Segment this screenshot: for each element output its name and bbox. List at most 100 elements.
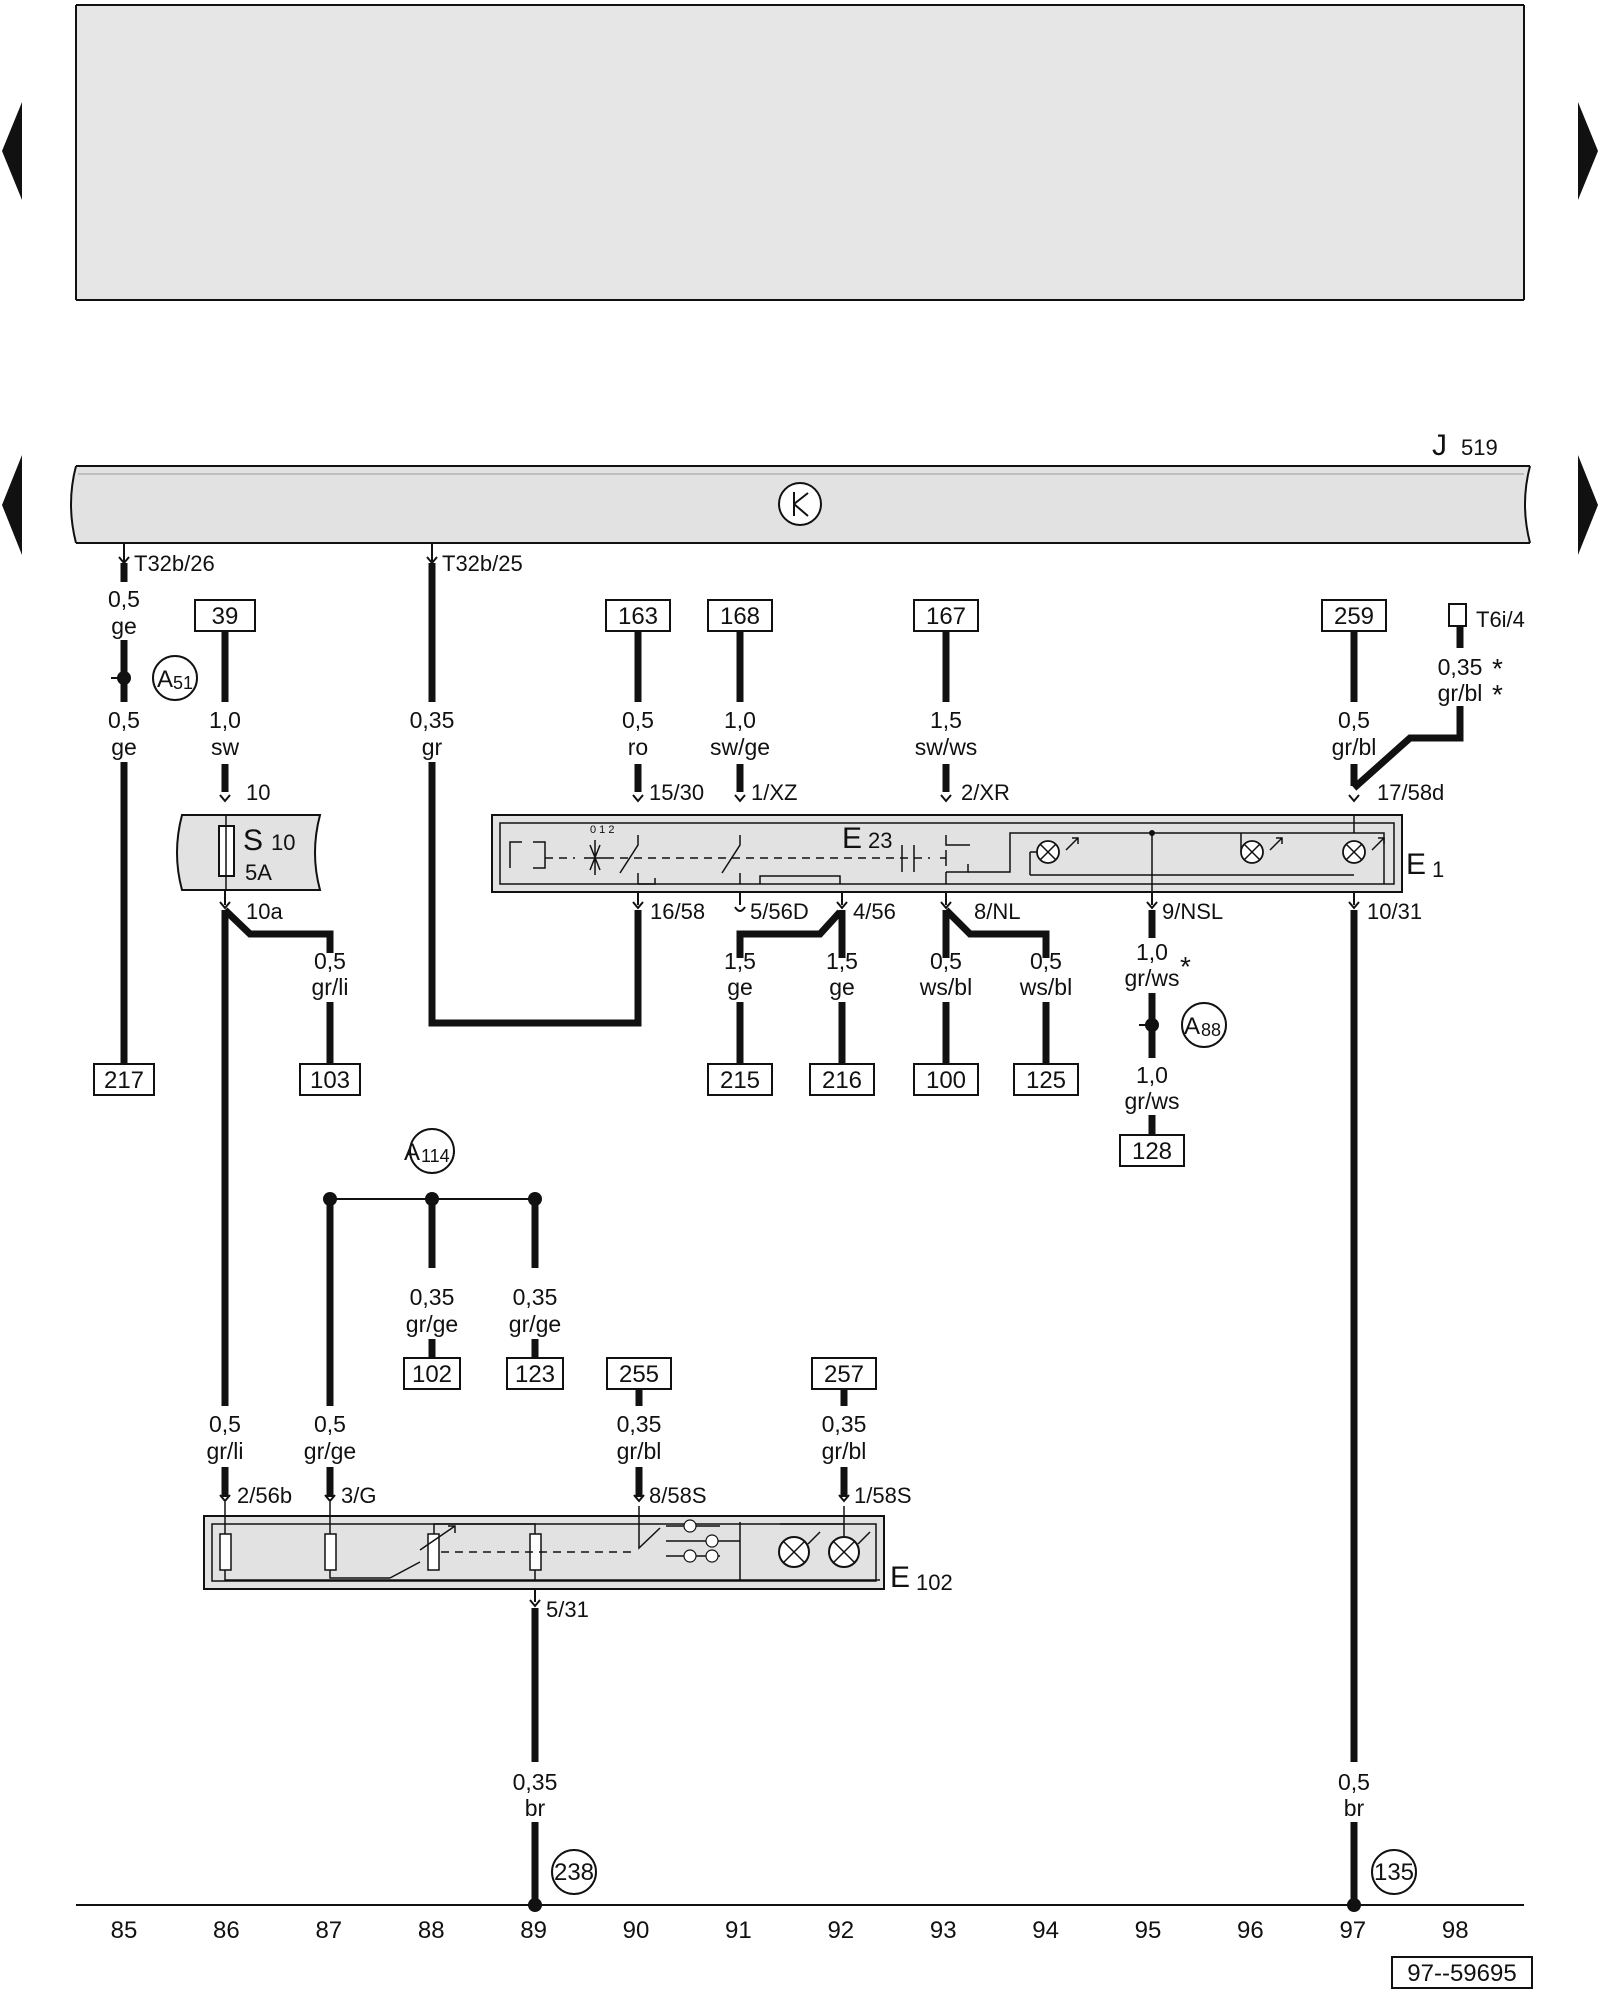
drawing-number: 97--59695 <box>1407 1960 1516 1987</box>
svg-text:A: A <box>157 666 173 693</box>
wire-color: br <box>1344 1795 1365 1821</box>
ref-box-123[interactable] <box>506 1357 564 1390</box>
track-number: 92 <box>827 1917 854 1944</box>
switch-positions: 0 1 2 <box>590 824 614 836</box>
wire-color: gr/li <box>206 1438 243 1464</box>
wire-size: 0,5 <box>622 707 654 733</box>
headlight-range-control-e102: E 102 <box>203 1502 953 1595</box>
pin-10-31: 10/31 <box>1367 899 1422 924</box>
ref-box-168[interactable] <box>707 599 773 632</box>
connection-a114 <box>409 1128 455 1174</box>
ground-connection-a88 <box>1181 1002 1227 1048</box>
prev-arrow-icon[interactable] <box>2 455 22 555</box>
connector-t32b-25: T32b/25 <box>442 551 523 576</box>
connector-t6i-icon <box>1448 603 1467 627</box>
ground-connection-a51 <box>152 655 198 701</box>
wire-color: gr/ge <box>304 1438 356 1464</box>
track-number: 88 <box>418 1917 445 1944</box>
svg-text:123: 123 <box>515 1361 555 1388</box>
track-number: 87 <box>315 1917 342 1944</box>
wire-size: 1,5 <box>930 707 962 733</box>
wire-size: 0,35 <box>513 1284 558 1310</box>
svg-text:A: A <box>1184 1013 1200 1040</box>
track-number: 85 <box>111 1917 138 1944</box>
pin-8-nl: 8/NL <box>974 899 1020 924</box>
svg-text:255: 255 <box>619 1361 659 1388</box>
track-number: 86 <box>213 1917 240 1944</box>
track-number: 95 <box>1135 1917 1162 1944</box>
wire-color: gr/bl <box>822 1438 867 1464</box>
lamp-icon <box>828 1531 871 1568</box>
svg-text:103: 103 <box>310 1067 350 1094</box>
svg-text:S: S <box>243 824 263 857</box>
wire-size: 1,0 <box>724 707 756 733</box>
j519-sub: 519 <box>1461 435 1498 460</box>
next-page-arrow-icon[interactable] <box>1578 102 1598 200</box>
ref-box-255[interactable] <box>606 1357 672 1390</box>
wire-size: 1,0 <box>1136 939 1168 965</box>
pin-2-xr: 2/XR <box>961 780 1010 805</box>
svg-text:163: 163 <box>618 603 658 630</box>
ground-point-238 <box>551 1849 597 1895</box>
wire-size: 0,5 <box>1338 707 1370 733</box>
ref-box-125[interactable] <box>1013 1063 1079 1096</box>
lamp-icon <box>1342 837 1385 864</box>
next-arrow-icon[interactable] <box>1578 455 1598 555</box>
ref-box-128[interactable] <box>1119 1134 1185 1167</box>
pin-10a: 10a <box>246 899 283 924</box>
pin-1-xz: 1/XZ <box>751 780 797 805</box>
svg-text:5A: 5A <box>245 860 272 885</box>
ref-box-217[interactable] <box>93 1063 155 1096</box>
ref-box-102[interactable] <box>403 1357 461 1390</box>
ref-box-215[interactable] <box>707 1063 773 1096</box>
ref-box-259[interactable] <box>1321 599 1387 632</box>
wire-size: 0,5 <box>108 586 140 612</box>
wire-color: sw <box>211 734 240 760</box>
wire-size: 0,35 <box>410 1284 455 1310</box>
wire-size: 0,35 <box>410 707 455 733</box>
svg-text:216: 216 <box>822 1067 862 1094</box>
svg-text:51: 51 <box>173 673 193 693</box>
wire-color: sw/ge <box>710 734 770 760</box>
track-number: 89 <box>520 1917 547 1944</box>
wire-size: 1,5 <box>724 948 756 974</box>
ref-box-167[interactable] <box>913 599 979 632</box>
wire-color: ge <box>111 734 137 760</box>
ref-box-216[interactable] <box>809 1063 875 1096</box>
wire-color: gr/bl <box>617 1438 662 1464</box>
wire-color: gr/ge <box>406 1311 458 1337</box>
wire-size: 0,5 <box>314 948 346 974</box>
pin-1-58s: 1/58S <box>854 1483 912 1508</box>
svg-text:114: 114 <box>421 1146 450 1166</box>
track-number: 97 <box>1339 1917 1366 1944</box>
wire-size: 0,5 <box>930 948 962 974</box>
pin-10: 10 <box>246 780 270 805</box>
ref-box-100[interactable] <box>913 1063 979 1096</box>
wire-size: 1,0 <box>1136 1062 1168 1088</box>
wire-size: 0,35 <box>822 1411 867 1437</box>
wire-size: 0,5 <box>108 707 140 733</box>
header-panel <box>76 5 1524 300</box>
pin-5-56d: 5/56D <box>750 899 809 924</box>
control-unit-j519: J 519 <box>70 429 1531 544</box>
svg-text:168: 168 <box>720 603 760 630</box>
pin-4-56: 4/56 <box>853 899 896 924</box>
ref-box-257[interactable] <box>811 1357 877 1390</box>
wire-color: gr <box>422 734 443 760</box>
svg-text:39: 39 <box>212 603 239 630</box>
wire-color: br <box>525 1795 546 1821</box>
ref-box-39[interactable] <box>194 599 256 632</box>
wire-size: 0,5 <box>314 1411 346 1437</box>
lamp-icon <box>705 1549 719 1563</box>
light-switch-e1: 0 1 2 <box>491 814 1444 893</box>
prev-page-arrow-icon[interactable] <box>2 102 22 200</box>
wire-size: 0,5 <box>1338 1769 1370 1795</box>
e23-sub: 23 <box>868 828 892 853</box>
svg-text:217: 217 <box>104 1067 144 1094</box>
e1-sub: 1 <box>1432 857 1444 882</box>
svg-text:88: 88 <box>1201 1020 1221 1040</box>
fuse-s10: S 10 5A <box>176 814 322 891</box>
svg-text:102: 102 <box>412 1361 452 1388</box>
ref-box-103[interactable] <box>299 1063 361 1096</box>
